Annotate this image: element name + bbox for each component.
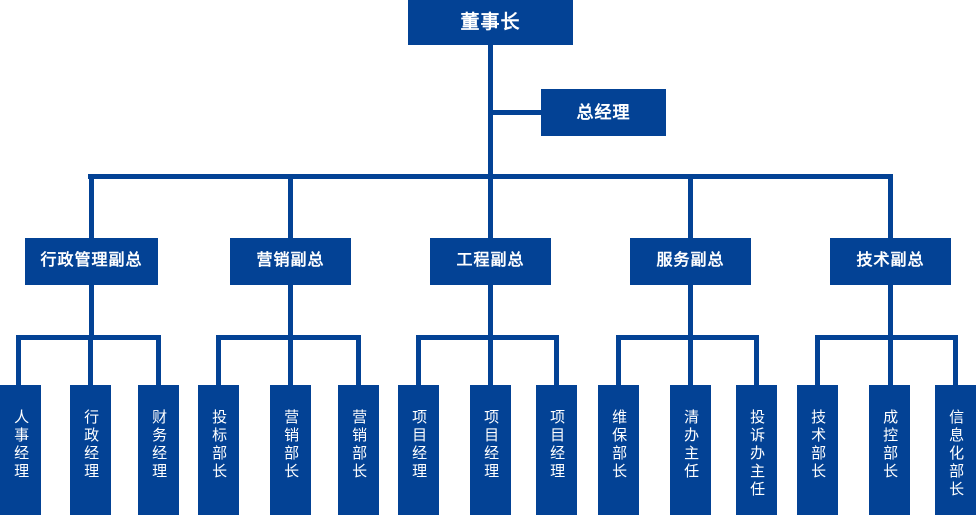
node-division-1-label: 营销副总 <box>256 252 325 270</box>
connector-division-0-child-1 <box>87 337 93 385</box>
node-division-2-child-2[interactable]: 项目经理 <box>536 385 577 515</box>
connector-division-3-child-1 <box>687 337 693 385</box>
node-division-0-child-1[interactable]: 行政经理 <box>70 385 111 515</box>
connector-division-0-drop <box>89 176 94 238</box>
node-division-0-child-2[interactable]: 财务经理 <box>138 385 179 515</box>
node-division-1-child-1-label: 营销部长 <box>282 409 300 481</box>
connector-division-1-child-1 <box>287 337 293 385</box>
connector-division-2-child-1 <box>487 337 493 385</box>
connector-division-4-child-0 <box>814 337 820 385</box>
node-division-3-label: 服务副总 <box>656 252 725 270</box>
connector-division-4-drop <box>888 176 893 238</box>
node-division-4-label: 技术副总 <box>856 252 925 270</box>
node-general-manager[interactable]: 总经理 <box>541 89 666 136</box>
node-division-2-child-0[interactable]: 项目经理 <box>398 385 439 515</box>
node-division-4-child-1-label: 成控部长 <box>881 409 899 481</box>
node-division-2[interactable]: 工程副总 <box>430 238 551 285</box>
connector-division-4-stem <box>888 285 893 337</box>
node-division-4-child-2[interactable]: 信息化部长 <box>935 385 976 515</box>
node-division-1-child-0[interactable]: 投标部长 <box>198 385 239 515</box>
connector-division-0-child-0 <box>15 337 21 385</box>
connector-division-3-drop <box>688 176 693 238</box>
node-division-3[interactable]: 服务副总 <box>630 238 751 285</box>
connector-division-3-bus <box>615 334 759 340</box>
node-division-3-child-2[interactable]: 投诉办主任 <box>736 385 777 515</box>
node-division-4-child-0-label: 技术部长 <box>809 409 827 481</box>
connector-division-0-stem <box>89 285 94 337</box>
connector-division-2-child-2 <box>553 337 559 385</box>
connector-gm-stub <box>487 109 544 115</box>
node-division-2-child-1-label: 项目经理 <box>482 409 500 481</box>
node-division-3-child-0[interactable]: 维保部长 <box>598 385 639 515</box>
node-division-1-child-2[interactable]: 营销部长 <box>338 385 379 515</box>
connector-division-2-drop <box>488 176 493 238</box>
node-division-0-child-1-label: 行政经理 <box>82 409 100 481</box>
node-chairman[interactable]: 董事长 <box>408 0 573 45</box>
node-division-4-child-0[interactable]: 技术部长 <box>797 385 838 515</box>
node-division-0[interactable]: 行政管理副总 <box>25 238 158 285</box>
connector-division-1-stem <box>288 285 293 337</box>
node-division-1-child-2-label: 营销部长 <box>350 409 368 481</box>
node-chairman-label: 董事长 <box>460 11 521 33</box>
connector-division-1-child-2 <box>355 337 361 385</box>
node-division-1-child-0-label: 投标部长 <box>210 409 228 481</box>
node-division-1-child-1[interactable]: 营销部长 <box>270 385 311 515</box>
connector-division-0-child-2 <box>155 337 161 385</box>
node-division-2-child-1[interactable]: 项目经理 <box>470 385 511 515</box>
node-division-3-child-1[interactable]: 清办主任 <box>670 385 711 515</box>
connector-division-4-bus <box>814 334 958 340</box>
node-general-manager-label: 总经理 <box>576 102 631 122</box>
node-division-4-child-1[interactable]: 成控部长 <box>869 385 910 515</box>
connector-division-1-drop <box>288 176 293 238</box>
connector-division-4-child-2 <box>952 337 958 385</box>
connector-root-stem <box>487 45 493 238</box>
node-division-1[interactable]: 营销副总 <box>230 238 351 285</box>
node-division-2-child-2-label: 项目经理 <box>548 409 566 481</box>
node-division-2-label: 工程副总 <box>456 252 525 270</box>
node-division-3-child-2-label: 投诉办主任 <box>748 409 766 499</box>
node-division-4[interactable]: 技术副总 <box>830 238 951 285</box>
connector-division-2-child-0 <box>415 337 421 385</box>
connector-division-3-stem <box>688 285 693 337</box>
node-division-0-child-2-label: 财务经理 <box>150 409 168 481</box>
node-division-2-child-0-label: 项目经理 <box>410 409 428 481</box>
node-division-3-child-0-label: 维保部长 <box>610 409 628 481</box>
connector-division-3-child-0 <box>615 337 621 385</box>
node-division-0-label: 行政管理副总 <box>40 252 143 270</box>
connector-division-2-bus <box>415 334 559 340</box>
connector-division-2-stem <box>488 285 493 337</box>
node-division-4-child-2-label: 信息化部长 <box>947 409 965 499</box>
connector-division-4-child-1 <box>887 337 893 385</box>
node-division-0-child-0[interactable]: 人事经理 <box>0 385 41 515</box>
node-division-0-child-0-label: 人事经理 <box>12 409 30 481</box>
connector-division-1-child-0 <box>215 337 221 385</box>
connector-division-3-child-2 <box>753 337 759 385</box>
node-division-3-child-1-label: 清办主任 <box>682 409 700 481</box>
